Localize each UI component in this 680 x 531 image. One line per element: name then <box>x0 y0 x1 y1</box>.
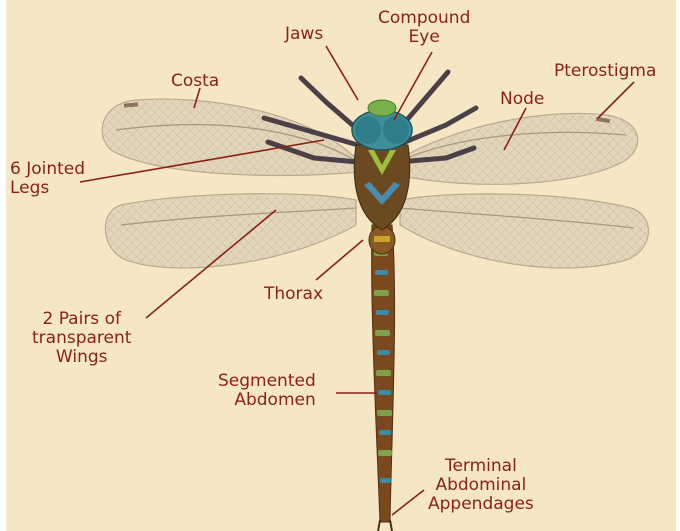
label-thorax: Thorax <box>264 285 323 304</box>
label-wings: 2 Pairs of transparent Wings <box>32 310 131 367</box>
dragonfly-diagram: Jaws Compound Eye Costa Pterostigma Node… <box>6 0 676 531</box>
dragonfly-body <box>352 100 412 531</box>
label-abdomen: Segmented Abdomen <box>218 372 316 410</box>
label-appendages: Terminal Abdominal Appendages <box>428 457 534 514</box>
label-node: Node <box>500 90 544 109</box>
label-jaws: Jaws <box>285 25 323 44</box>
label-costa: Costa <box>171 72 219 91</box>
label-compound-eye: Compound Eye <box>378 9 470 47</box>
label-legs: 6 Jointed Legs <box>10 160 85 198</box>
label-pterostigma: Pterostigma <box>554 62 656 81</box>
